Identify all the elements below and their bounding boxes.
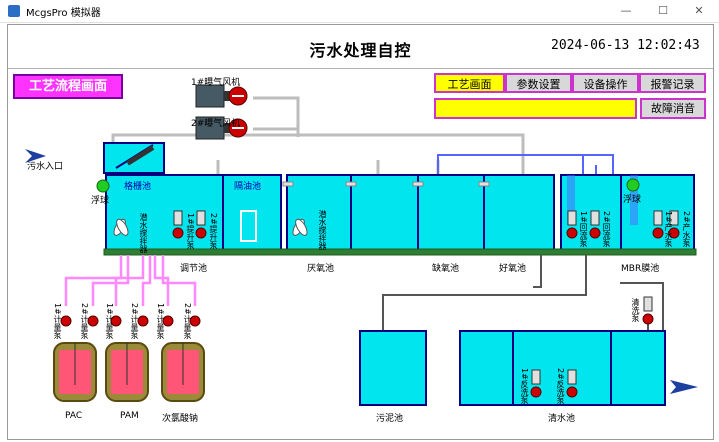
- lift1-label: 1#提升泵: [186, 213, 195, 249]
- backwash2-label: 2#反洗泵: [556, 368, 565, 404]
- clear-water-tank: [459, 330, 666, 406]
- return1-label: 1#回流泵: [579, 211, 588, 247]
- chemical-tank-icon: [53, 342, 205, 402]
- hmi-screen: 污水处理自控 2024-06-13 12:02:43 工艺流程画面 工艺画面 参…: [7, 24, 714, 440]
- nav-params-button[interactable]: 参数设置: [505, 73, 572, 93]
- blower2-label: 2#曝气风机: [191, 119, 241, 129]
- blower-icon: [195, 84, 248, 140]
- clean-pump-icon: [643, 296, 653, 312]
- sludge-tank-label: 污泥池: [376, 414, 404, 424]
- mixer2-label: 潜水搅拌器: [318, 210, 327, 250]
- meter6-label: 2#计量泵: [183, 303, 192, 339]
- blower1-label: 1#曝气风机: [191, 78, 241, 88]
- mbr-tank-label: MBR膜池: [621, 264, 660, 274]
- alarm-message-bar: [434, 98, 637, 119]
- clear-tank-label: 清水池: [548, 414, 576, 424]
- meter1-label: 1#计量泵: [53, 303, 62, 339]
- return2-label: 2#回流泵: [602, 211, 611, 247]
- clean-pump-label: 清洗泵: [631, 298, 640, 322]
- backwash1-label: 1#反洗泵: [520, 368, 529, 404]
- app-icon: [8, 5, 20, 17]
- pac-label: PAC: [65, 411, 83, 421]
- nav-process-button[interactable]: 工艺画面: [434, 73, 505, 93]
- maximize-button[interactable]: ☐: [658, 4, 668, 17]
- mute-alarm-button[interactable]: 故障消音: [640, 98, 706, 119]
- page-title: 污水处理自控: [309, 41, 412, 60]
- meter3-label: 1#计量泵: [105, 303, 114, 339]
- backwash-pump-icon: [567, 369, 577, 385]
- meter4-label: 2#计量泵: [130, 303, 139, 339]
- sludge-tank: [359, 330, 427, 406]
- regulate-tank: [105, 174, 282, 251]
- dosing-pipes: [64, 255, 197, 306]
- window-titlebar: McgsPro 模拟器 — ☐ ✕: [0, 0, 719, 23]
- pump-icon: [172, 210, 680, 239]
- naclo-label: 次氯酸钠: [162, 414, 199, 424]
- bio-tanks: [286, 174, 555, 251]
- inlet-label: 污水入口: [27, 162, 64, 172]
- mixer-icon: [113, 218, 308, 236]
- backwash-pump-icon: [531, 369, 541, 385]
- float2-label: 浮球: [623, 195, 642, 205]
- meter5-label: 1#计量泵: [156, 303, 165, 339]
- aerobic-tank-label: 好氧池: [499, 264, 527, 274]
- dosing-pump-icon: [60, 315, 201, 327]
- nav-alarm-button[interactable]: 报警记录: [639, 73, 706, 93]
- grille-label: 格栅池: [124, 182, 152, 192]
- pam-label: PAM: [120, 411, 139, 421]
- minimize-button[interactable]: —: [620, 4, 632, 17]
- window-title: McgsPro 模拟器: [26, 8, 101, 19]
- regulate-tank-label: 调节池: [180, 264, 208, 274]
- meter2-label: 2#计量泵: [80, 303, 89, 339]
- mixer1-label: 潜水搅拌器: [139, 213, 148, 253]
- float-ball-icon: [626, 178, 640, 192]
- screen-label: 工艺流程画面: [13, 74, 123, 99]
- float1-label: 浮球: [91, 196, 110, 206]
- close-button[interactable]: ✕: [694, 4, 704, 17]
- pump-out2-label: 2#产水泵: [682, 211, 691, 247]
- anaerobic-tank-label: 厌氧池: [307, 264, 335, 274]
- anoxic-tank-label: 缺氧池: [432, 264, 460, 274]
- pump-out1-label: 1#产水泵: [664, 211, 673, 247]
- datetime-display: 2024-06-13 12:02:43: [551, 38, 700, 53]
- process-diagram: [25, 84, 698, 406]
- lift2-label: 2#提升泵: [209, 213, 218, 249]
- header-divider: [8, 68, 713, 69]
- outlet-arrow-icon: [670, 380, 698, 394]
- float-ball-icon: [96, 179, 110, 193]
- nav-equipment-button[interactable]: 设备操作: [572, 73, 639, 93]
- inlet-arrow-icon: [25, 149, 46, 163]
- partition-label: 隔油池: [234, 182, 262, 192]
